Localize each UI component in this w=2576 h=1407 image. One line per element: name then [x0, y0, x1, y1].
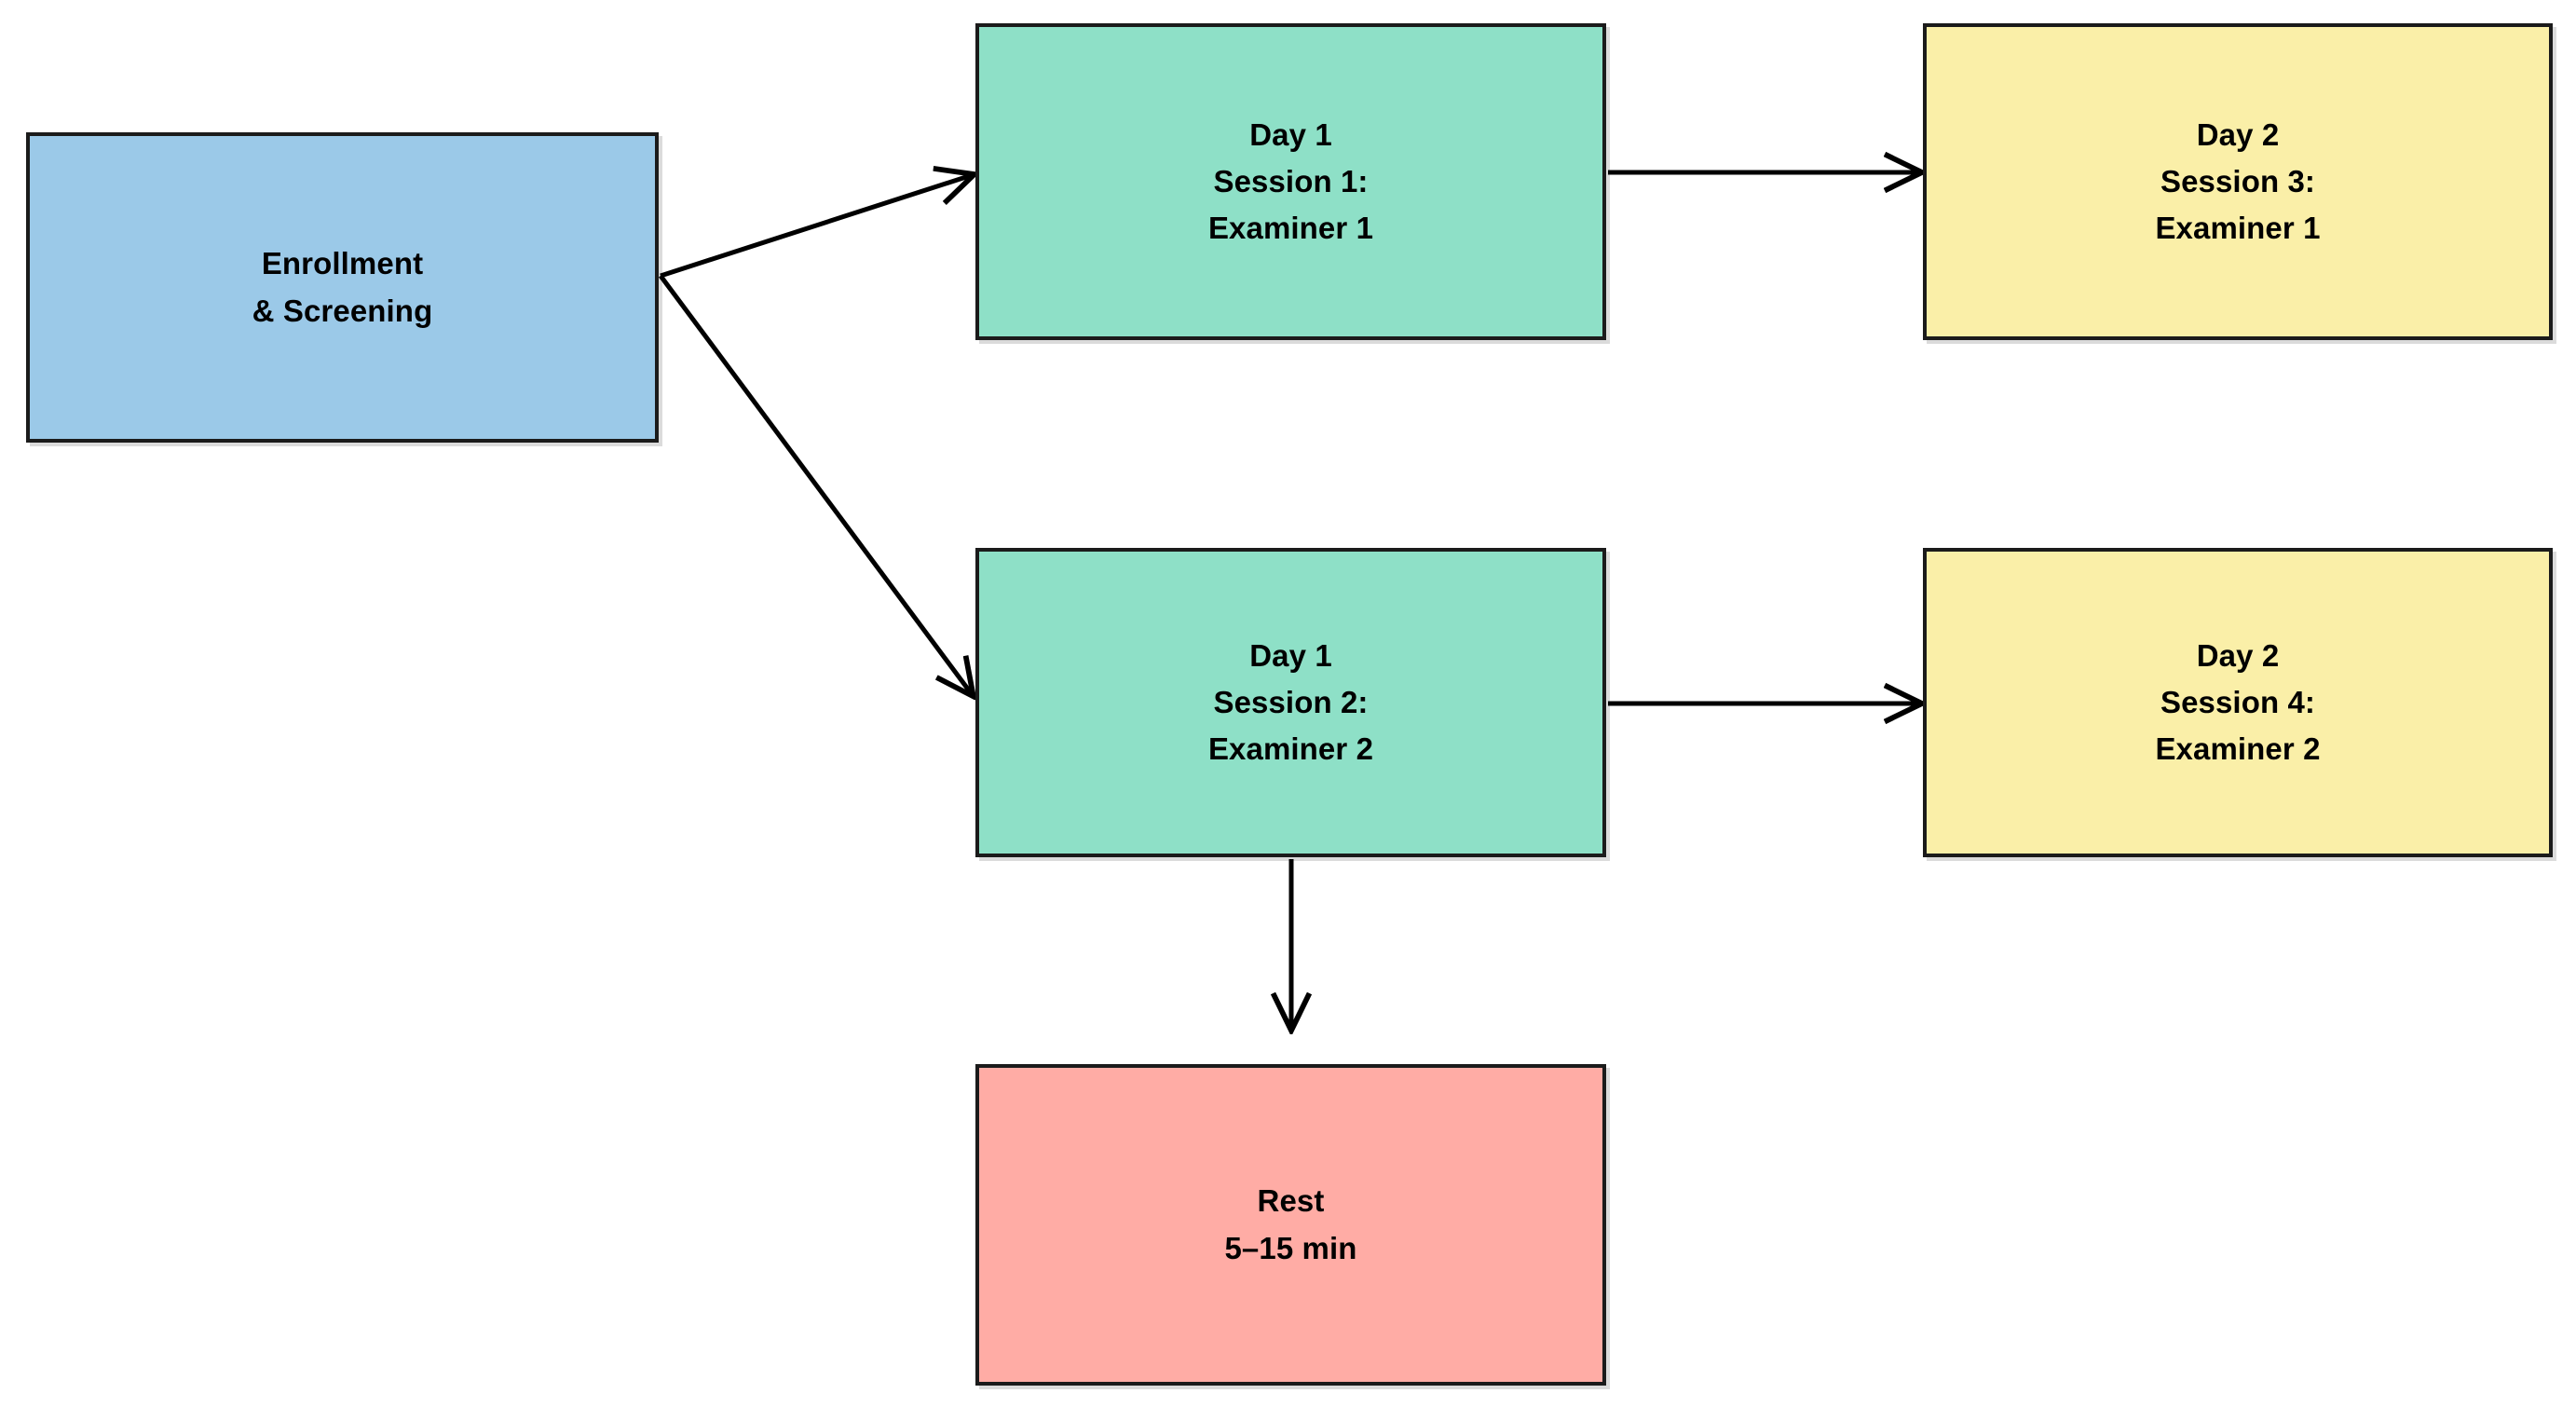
- day2-session3-line-2: Session 3:: [2160, 163, 2316, 198]
- enrollment-screening-line-2: & Screening: [252, 293, 433, 328]
- day1-session2-line-2: Session 2:: [1213, 684, 1369, 719]
- day1-session2-box: Day 1 Session 2: Examiner 2: [975, 548, 1606, 857]
- day1-session2-line-1: Day 1: [1249, 637, 1332, 673]
- day1-session1-line-2: Session 1:: [1213, 163, 1369, 198]
- enrollment-screening-box: Enrollment & Screening: [26, 132, 659, 443]
- enrollment-screening-line-1: Enrollment: [261, 246, 424, 281]
- edge-enrollment-to-session2: [658, 274, 972, 694]
- rest-box: Rest 5–15 min: [975, 1064, 1606, 1386]
- day1-session1-line-3: Examiner 1: [1207, 211, 1374, 246]
- day2-session4-line-3: Examiner 2: [2155, 731, 2321, 767]
- day1-session1-line-1: Day 1: [1249, 116, 1332, 152]
- day1-session2-line-3: Examiner 2: [1207, 731, 1374, 767]
- day2-session3-box: Day 2 Session 3: Examiner 1: [1923, 23, 2553, 340]
- day2-session3-line-1: Day 2: [2196, 116, 2280, 152]
- rest-line-1: Rest: [1257, 1183, 1325, 1219]
- edge-enrollment-to-session1: [660, 175, 972, 279]
- day2-session4-box: Day 2 Session 4: Examiner 2: [1923, 548, 2553, 857]
- day2-session4-line-1: Day 2: [2196, 637, 2280, 673]
- day1-session1-box: Day 1 Session 1: Examiner 1: [975, 23, 1606, 340]
- rest-duration: 5–15 min: [1224, 1230, 1357, 1265]
- day2-session4-line-2: Session 4:: [2160, 684, 2316, 719]
- day2-session3-line-3: Examiner 1: [2155, 211, 2321, 246]
